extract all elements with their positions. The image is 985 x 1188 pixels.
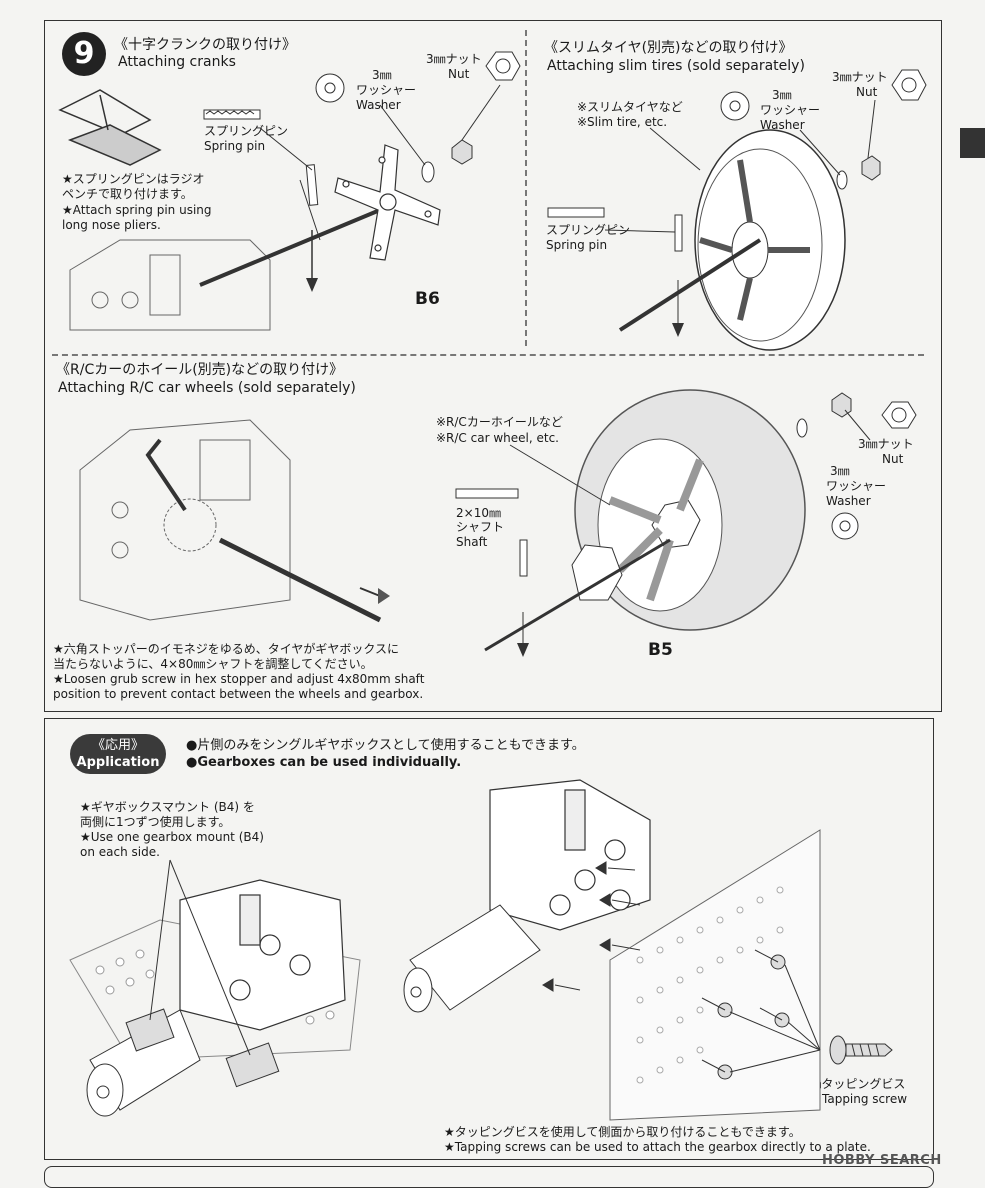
top-panel (44, 20, 942, 712)
step-note-en-1: ★Attach spring pin using (62, 203, 212, 217)
step-washer-size: 3㎜ (372, 68, 392, 82)
rc-title-en: Attaching R/C car wheels (sold separatel… (58, 380, 356, 396)
rc-washer-en: Washer (826, 494, 871, 508)
rc-nut-en: Nut (882, 452, 904, 466)
rc-shaft-size: 2×10㎜ (456, 506, 501, 520)
application-bullet-jp: ●片側のみをシングルギヤボックスとして使用することもできます。 (186, 738, 585, 753)
slim-tire-en: ※Slim tire, etc. (577, 115, 668, 129)
rc-gearbox-outline (79, 419, 291, 621)
slim-tire-jp: ※スリムタイヤなど (577, 100, 683, 114)
watermark: HOBBY SEARCH (822, 1153, 942, 1168)
slim-title-en: Attaching slim tires (sold separately) (547, 58, 805, 74)
mount-note-jp-1: ★ギヤボックスマウント (B4) を (80, 800, 255, 814)
pliers-icon (58, 89, 162, 166)
gearbox-outline (69, 239, 271, 331)
step-washer-jp: ワッシャー (356, 83, 417, 97)
step-title-en: Attaching cranks (118, 54, 236, 70)
motor-right-icon (403, 904, 541, 1013)
rc-note-jp-1: ★六角ストッパーのイモネジをゆるめ、タイヤがギヤボックスに (53, 642, 400, 656)
mount-note-en-2: on each side. (80, 845, 160, 859)
step-nut-en: Nut (448, 67, 470, 81)
slim-washer-size: 3㎜ (772, 88, 792, 102)
rc-title-jp: 《R/Cカーのホイール(別売)などの取り付け》 (56, 362, 344, 378)
down-arrow-icon (306, 278, 318, 292)
tapping-screws-icon (701, 949, 790, 1080)
plate-holes-right (636, 886, 784, 1084)
application-badge-en: Application (76, 755, 160, 770)
side-tab-marker (960, 128, 985, 158)
rc-note-jp-2: 当たらないように、4×80㎜シャフトを調整してください。 (53, 657, 373, 671)
tapping-screw-sample-icon (829, 1035, 893, 1065)
slim-spring-pin-en: Spring pin (546, 238, 608, 252)
step-note-jp-2: ペンチで取り付けます。 (62, 187, 193, 201)
step-nut-size: 3㎜ナット (426, 52, 482, 66)
rc-nut-size: 3㎜ナット (858, 437, 914, 451)
divider-vertical (525, 30, 527, 346)
gearbox-mount-b4-icon (125, 1008, 175, 1052)
hex-wrench-icon (145, 438, 187, 512)
step-title-jp: 《十字クランクの取り付け》 (114, 37, 296, 53)
part-label-b6: B6 (415, 289, 440, 309)
application-note-jp: ★タッピングビスを使用して側面から取り付けることもできます。 (444, 1125, 801, 1139)
slim-tire-icon (694, 129, 846, 351)
rc-wheel-jp: ※R/Cカーホイールなど (436, 415, 563, 429)
part-label-b5: B5 (648, 640, 673, 660)
step-washer-en: Washer (356, 98, 401, 112)
application-panel (44, 718, 934, 1160)
slim-title-jp: 《スリムタイヤ(別売)などの取り付け》 (544, 40, 793, 56)
application-note-en: ★Tapping screws can be used to attach th… (444, 1140, 871, 1154)
insert-arrows-icon (542, 861, 641, 992)
perforated-plate-icon (609, 829, 821, 1121)
slim-washer-jp: ワッシャー (760, 103, 821, 117)
slim-washer-en: Washer (760, 118, 805, 132)
rc-note-en-2: position to prevent contact between the … (53, 687, 424, 701)
rc-down-arrow-icon (517, 643, 529, 657)
rc-wheel-en: ※R/C car wheel, etc. (436, 431, 559, 445)
rc-right-arrow-icon (378, 588, 390, 604)
slim-spring-pin-sample-icon (547, 207, 605, 218)
slim-nut-en: Nut (856, 85, 878, 99)
step-number-badge: 9 (62, 32, 106, 76)
rc-washer-jp: ワッシャー (826, 479, 887, 493)
slim-down-arrow-icon (672, 323, 684, 337)
application-bullet-en: ●Gearboxes can be used individually. (186, 755, 462, 770)
shaft-line (199, 208, 381, 287)
tapping-screw-en: Tapping screw (822, 1092, 908, 1106)
application-badge: 《応用》 Application (70, 734, 166, 774)
rc-shaft-sample-icon (455, 488, 519, 499)
slim-nut-size: 3㎜ナット (832, 70, 888, 84)
mount-note-en-1: ★Use one gearbox mount (B4) (80, 830, 264, 844)
gearbox-left-icon (179, 879, 346, 1031)
rc-shaft-jp: シャフト (456, 520, 505, 534)
divider-horizontal (52, 354, 924, 356)
step-spring-pin-en: Spring pin (204, 139, 266, 153)
hex-stopper-b5-icon (571, 544, 623, 601)
slim-spring-pin-jp: スプリングピン (546, 223, 631, 237)
step-spring-pin-jp: スプリングピン (204, 124, 289, 138)
rc-shaft-en: Shaft (456, 535, 488, 549)
rc-washer-size: 3㎜ (830, 464, 850, 478)
gearbox-right-icon (489, 779, 651, 931)
rc-note-en-1: ★Loosen grub screw in hex stopper and ad… (53, 672, 425, 686)
step-note-en-2: long nose pliers. (62, 218, 161, 232)
application-badge-jp: 《応用》 (91, 738, 144, 753)
step-note-jp-1: ★スプリングピンはラジオ (62, 172, 205, 186)
cross-crank-b6-icon (334, 144, 441, 261)
mount-note-jp-2: 両側に1つずつ使用します。 (80, 815, 231, 829)
spring-pin-sample-icon (203, 109, 261, 120)
